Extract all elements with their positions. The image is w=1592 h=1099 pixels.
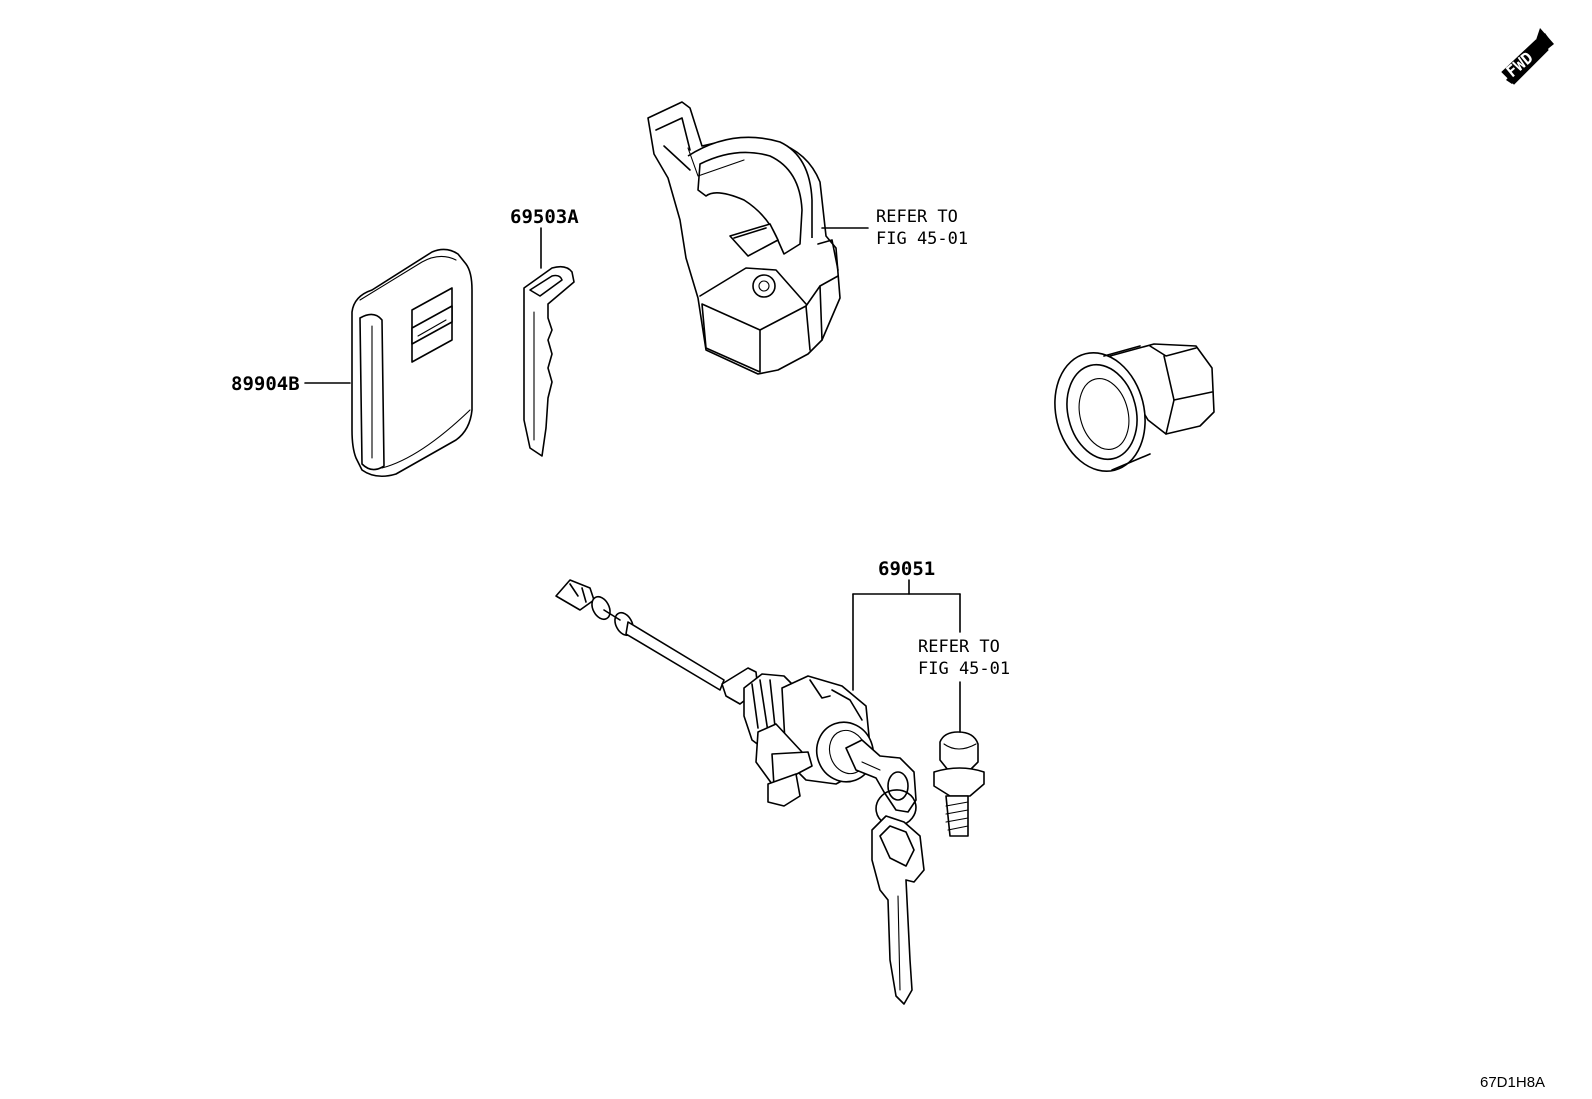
push-switch-bezel-illustration <box>1054 343 1215 472</box>
emergency-key-illustration <box>523 265 575 457</box>
smart-key-illustration <box>351 248 473 478</box>
lock-bolt-refer-line2: FIG 45-01 <box>918 659 1010 679</box>
door-lock-cylinder-part-number: 69051 <box>878 558 935 580</box>
lock-bolt-refer-line1: REFER TO <box>918 637 1000 657</box>
ignition-switch-refer-line1: REFER TO <box>876 207 958 227</box>
door-lock-cylinder-illustration <box>555 579 925 1005</box>
fwd-arrow-icon <box>1501 28 1554 85</box>
fwd-badge: FWD <box>1501 28 1554 85</box>
emergency-key-part-number: 69503A <box>510 206 579 228</box>
lock-bolt-illustration <box>933 731 985 837</box>
illustration-code: 67D1H8A <box>1480 1074 1545 1091</box>
ignition-switch-refer-line2: FIG 45-01 <box>876 229 968 249</box>
ignition-switch-illustration <box>647 101 841 375</box>
smart-key-part-number: 89904B <box>231 373 300 395</box>
